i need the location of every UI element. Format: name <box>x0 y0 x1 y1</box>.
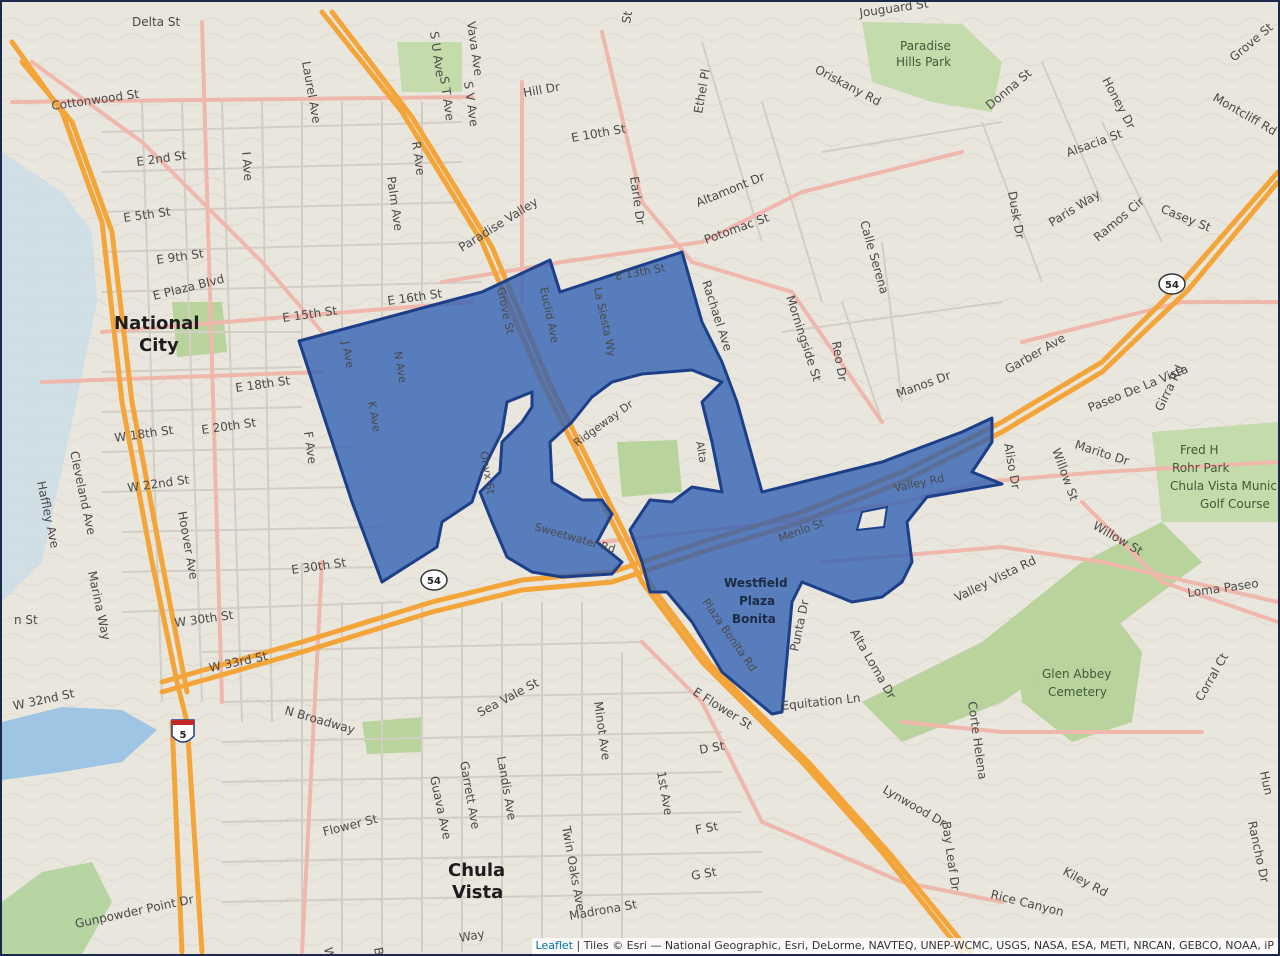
street-suave: S U Ave <box>427 30 447 78</box>
street-hun: Hun <box>1257 770 1276 797</box>
street-earle: Earle Dr <box>627 175 648 225</box>
map-attribution: Leaflet | Tiles © Esri — National Geogra… <box>531 938 1278 954</box>
street-br-label: Br <box>371 946 387 954</box>
attribution-text: | Tiles © Esri — National Geographic, Es… <box>573 939 1274 952</box>
street-alta: Alta <box>693 440 710 464</box>
svg-text:54: 54 <box>427 576 441 587</box>
street-stave: S T Ave <box>437 75 457 121</box>
shield-i5: 5 <box>171 719 195 743</box>
street-gst: G St <box>690 865 718 883</box>
poi-paradise-hills-1: Paradise <box>900 39 951 53</box>
city-label-chula-vista-2: Vista <box>452 882 503 903</box>
highlighted-district[interactable] <box>297 250 1004 716</box>
poi-rohr-1: Fred H <box>1180 443 1219 457</box>
park-rohr <box>1152 422 1278 522</box>
street-e5th: E 5th St <box>122 204 171 225</box>
street-reo: Reo Dr <box>829 340 850 382</box>
leaflet-link[interactable]: Leaflet <box>535 939 573 952</box>
street-w-label: W <box>321 946 337 954</box>
street-kave: K Ave <box>365 400 383 433</box>
street-st-end: n St <box>14 613 38 627</box>
street-way: Way <box>458 927 486 945</box>
street-nave: N Ave <box>391 350 409 384</box>
shoreline-water <box>2 862 112 954</box>
park-sweetwater <box>862 522 1202 742</box>
park-small-3 <box>362 717 422 754</box>
poi-westfield-3: Bonita <box>732 612 776 626</box>
street-dst: D St <box>698 739 726 757</box>
street-top-st: St <box>619 10 635 25</box>
street-delta: Delta St <box>132 15 180 29</box>
city-label-national-city-1: National <box>114 313 199 334</box>
poi-rohr-3: Chula Vista Munic <box>1170 479 1277 493</box>
street-jave: J Ave <box>339 339 357 369</box>
shield-sr54-west: 54 <box>420 569 448 591</box>
street-iave: I Ave <box>239 151 256 181</box>
park-small-2 <box>617 440 682 497</box>
street-fst: F St <box>694 819 719 837</box>
city-label-chula-vista-1: Chula <box>448 860 505 881</box>
street-hill: Hill Dr <box>522 80 561 100</box>
bay-water-south <box>2 707 157 780</box>
poi-glen-abbey-2: Cemetery <box>1048 685 1107 699</box>
street-e9th: E 9th St <box>155 246 204 267</box>
district-hole-shopping <box>855 505 889 532</box>
poi-paradise-hills-2: Hills Park <box>896 55 951 69</box>
street-fave: F Ave <box>301 430 319 464</box>
freeways <box>9 9 1278 954</box>
shield-sr54-east: 54 <box>1158 273 1186 295</box>
poi-rohr-4: Golf Course <box>1200 497 1270 511</box>
street-sv: S V Ave <box>461 80 481 127</box>
poi-westfield-2: Plaza <box>739 594 775 608</box>
street-rave: R Ave <box>409 140 428 176</box>
poi-rohr-2: Rohr Park <box>1172 461 1229 475</box>
street-e2nd: E 2nd St <box>135 148 187 169</box>
svg-text:5: 5 <box>180 730 187 741</box>
poi-glen-abbey-1: Glen Abbey <box>1042 667 1111 681</box>
city-label-national-city-2: City <box>139 335 179 356</box>
bay-water <box>2 152 97 602</box>
poi-westfield-1: Westfield <box>724 576 788 590</box>
park-paradise-hills <box>862 22 1002 112</box>
park-small-4 <box>397 42 462 92</box>
svg-text:54: 54 <box>1165 280 1179 291</box>
